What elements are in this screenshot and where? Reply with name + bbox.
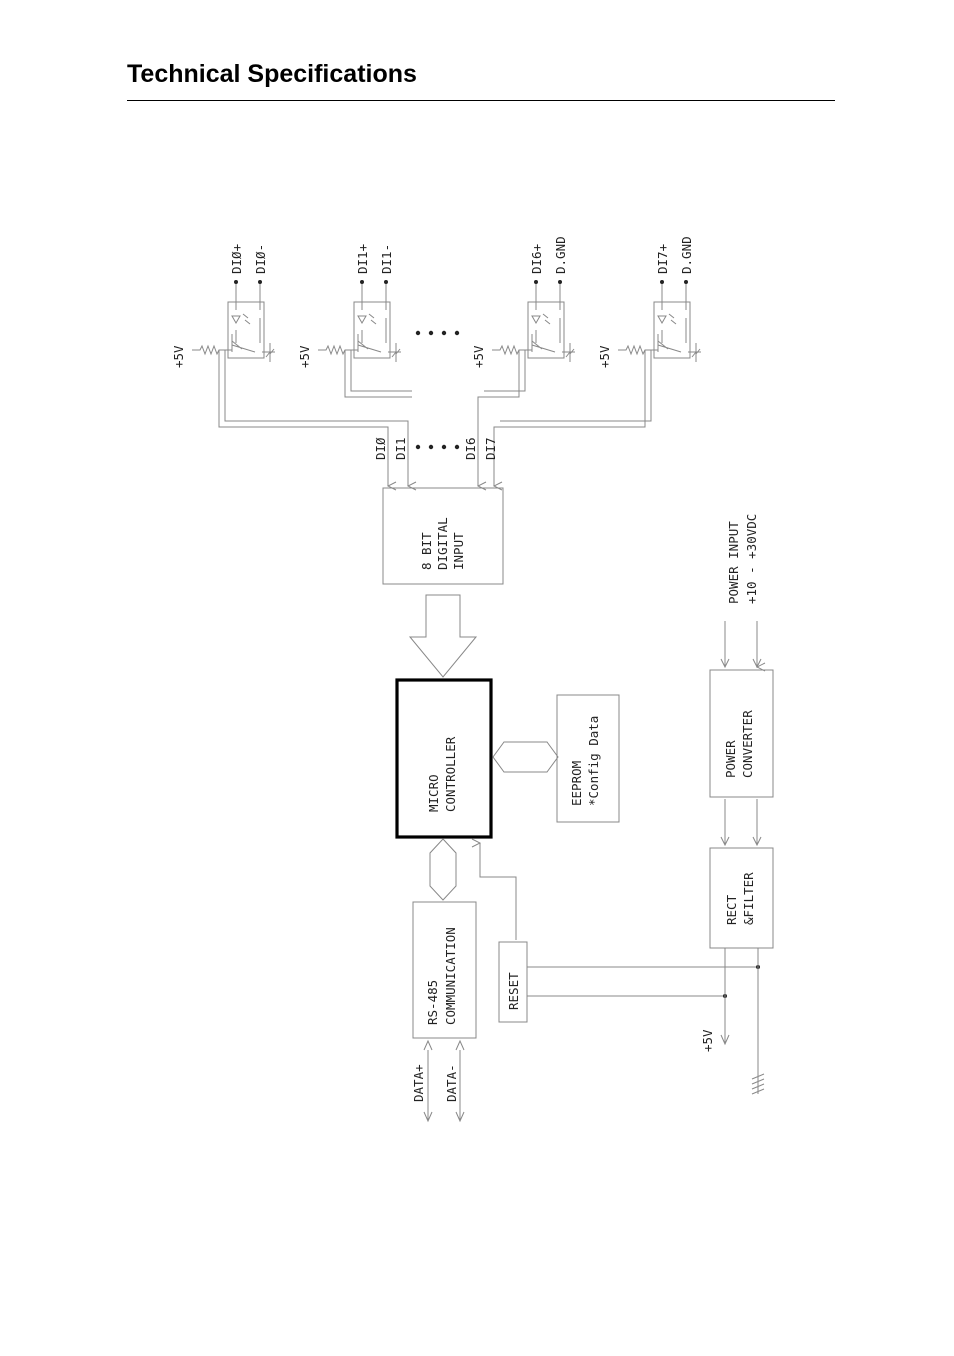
optocoupler-7 (653, 280, 701, 362)
channel-0: +5V DIØ+ DIØ- (171, 244, 275, 368)
supply-output-label: +5V (700, 1029, 715, 1052)
input-label-1-minus: DI1- (379, 244, 394, 274)
bus-label-0: DIØ (373, 437, 388, 460)
input-bus-wiring (218, 350, 652, 486)
eeprom-block: EEPROM *Config Data (556, 694, 620, 823)
channel-ellipsis-top (415, 330, 460, 336)
supply-label-1: +5V (297, 345, 312, 368)
input-label-0-minus: DIØ- (253, 244, 268, 274)
digital-input-line-1: 8 BIT (419, 532, 434, 570)
optocoupler-6 (527, 280, 575, 362)
digital-input-line-3: INPUT (451, 532, 466, 570)
power-input-line-2: +10 - +30VDC (744, 514, 759, 604)
channel-1: +5V DI1+ DI1- (297, 244, 401, 368)
reset-label: RESET (506, 972, 521, 1010)
supply-label-0: +5V (171, 345, 186, 368)
input-label-7-plus: DI7+ (655, 244, 670, 274)
power-converter-block: POWER CONVERTER (709, 669, 774, 798)
digital-input-block: 8 BIT DIGITAL INPUT (382, 487, 504, 585)
reset-block: RESET (498, 941, 528, 1023)
eeprom-line-2: *Config Data (586, 716, 601, 806)
micro-controller-block: MICRO CONTROLLER (395, 678, 493, 839)
bus-ellipsis (415, 444, 460, 450)
micro-controller-line-1: MICRO (426, 774, 441, 812)
digital-input-line-2: DIGITAL (435, 517, 450, 570)
reset-supply-wires (527, 966, 758, 997)
data-minus-label: DATA- (444, 1064, 459, 1102)
channel-6: +5V DI6+ D.GND (471, 236, 575, 368)
input-label-0-plus: DIØ+ (229, 244, 244, 274)
eeprom-link-arrow (492, 741, 559, 773)
title-rule (127, 100, 835, 101)
ground-symbol (751, 1073, 765, 1095)
rect-filter-line-1: RECT (724, 894, 739, 925)
optocoupler-1 (353, 280, 401, 362)
power-input-wires (724, 621, 757, 667)
bus-label-7: DI7 (483, 437, 498, 460)
supply-label-6: +5V (471, 345, 486, 368)
rect-filter-block: RECT &FILTER (709, 847, 774, 949)
page-title: Technical Specifications (127, 60, 417, 88)
rs485-block: RS-485 COMMUNICATION (412, 901, 477, 1039)
input-label-7-minus: D.GND (679, 236, 694, 274)
bus-label-6: DI6 (463, 437, 478, 460)
input-label-1-plus: DI1+ (355, 244, 370, 274)
power-converter-line-2: CONVERTER (740, 710, 755, 778)
reset-line (480, 843, 517, 940)
micro-controller-line-2: CONTROLLER (443, 736, 458, 812)
data-lines (423, 1039, 465, 1123)
bus-label-1: DI1 (393, 437, 408, 460)
optocoupler-0 (227, 280, 275, 362)
power-converter-line-1: POWER (723, 740, 738, 778)
power-input-line-1: POWER INPUT (726, 521, 741, 604)
rs485-line-2: COMMUNICATION (443, 927, 458, 1025)
input-label-6-minus: D.GND (553, 236, 568, 274)
data-flow-arrow (408, 594, 478, 678)
eeprom-line-1: EEPROM (569, 761, 584, 806)
converter-to-rect-wires (724, 799, 758, 845)
input-label-6-plus: DI6+ (529, 244, 544, 274)
rs485-line-1: RS-485 (425, 980, 440, 1025)
rect-filter-line-2: &FILTER (741, 872, 756, 925)
channel-7: +5V DI7+ D.GND (597, 236, 701, 368)
data-plus-label: DATA+ (411, 1064, 426, 1102)
supply-label-7: +5V (597, 345, 612, 368)
rs485-link-arrow (429, 838, 457, 901)
